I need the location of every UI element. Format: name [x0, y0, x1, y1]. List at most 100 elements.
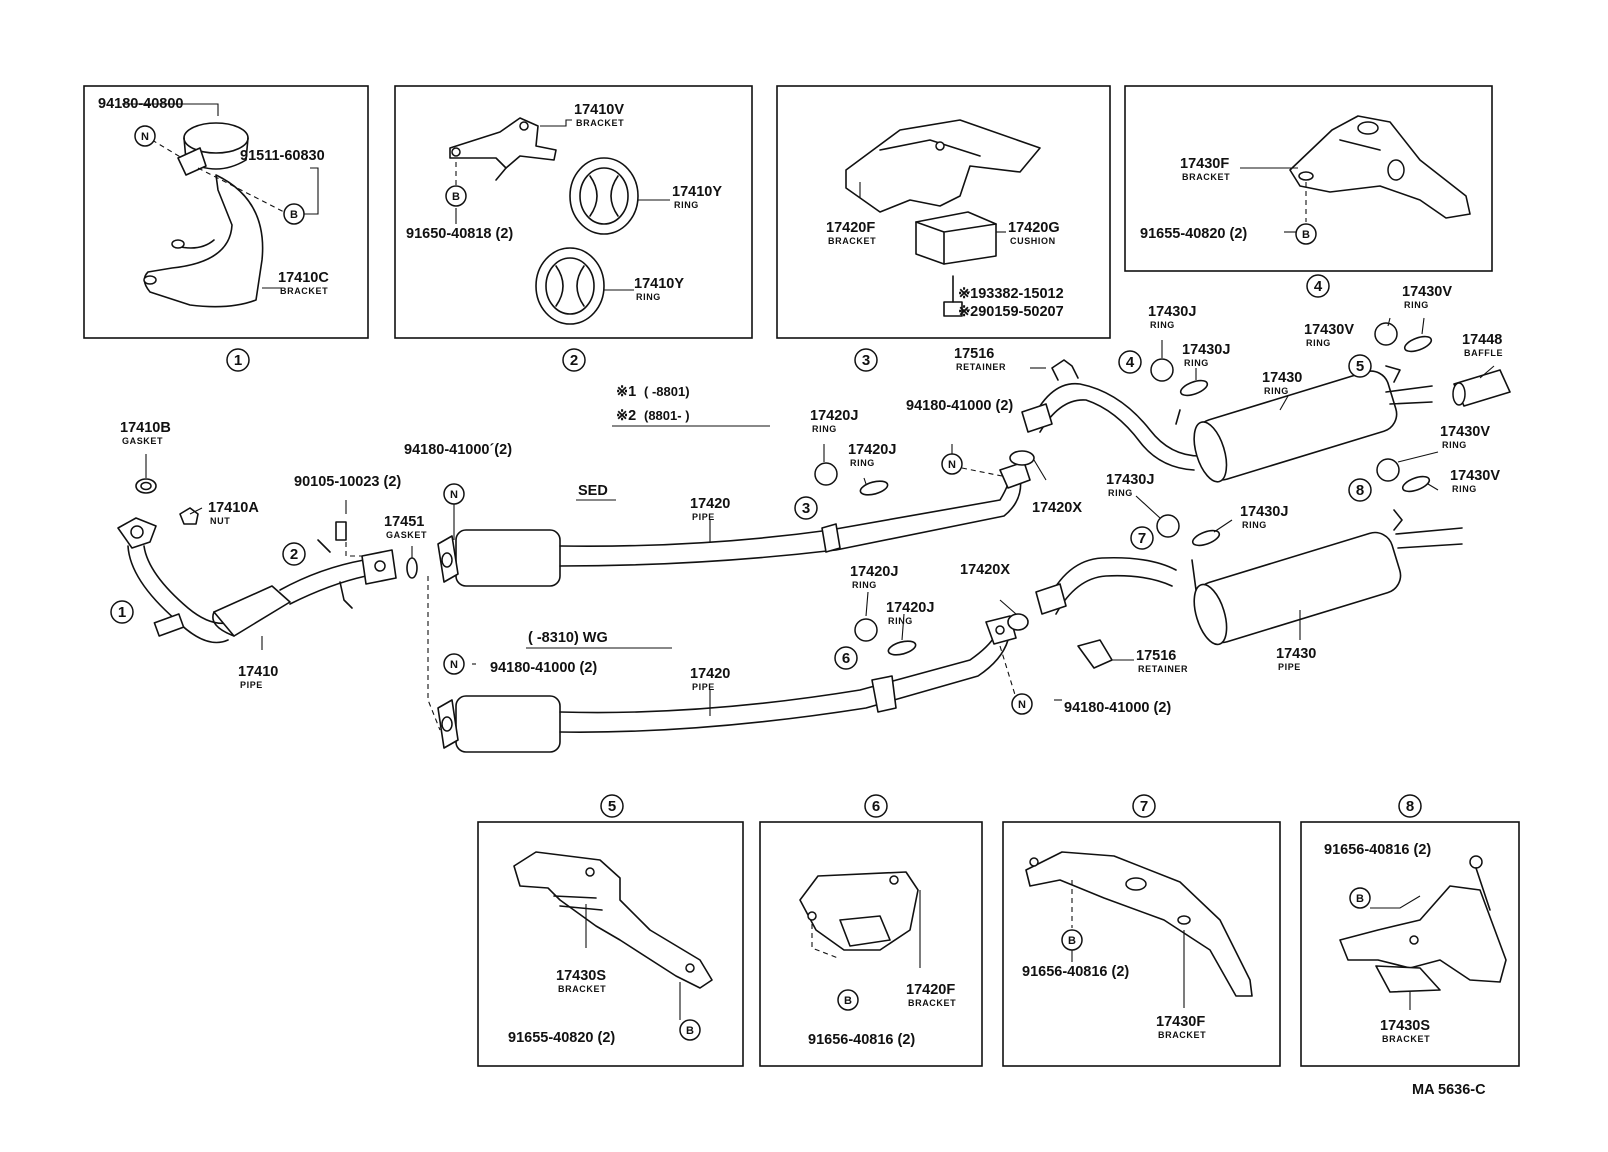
part-number: 17448: [1462, 332, 1502, 348]
part-description: BRACKET: [1182, 172, 1230, 182]
part-number: 17420: [690, 496, 730, 512]
part-labels: 94180-4080091511-6083017410CBRACKET17410…: [98, 96, 1503, 1048]
detail-box-8: [1300, 821, 1520, 1067]
svg-text:2: 2: [290, 546, 298, 563]
svg-text:B: B: [844, 995, 852, 1007]
part-label-91655-40820-top: 91655-40820 (2): [1140, 226, 1247, 242]
part-number: 94180-41000 (2): [490, 660, 597, 676]
part-description: RING: [1108, 488, 1133, 498]
callout-2-box: 2: [562, 348, 586, 372]
part-number: 91656-40816 (2): [1022, 964, 1129, 980]
part-description: BRACKET: [908, 998, 956, 1008]
svg-text:※1: ※1: [616, 384, 636, 400]
part-label-91511-60830: 91511-60830: [240, 148, 325, 164]
part-description: PIPE: [692, 682, 715, 692]
svg-text:8: 8: [1356, 482, 1364, 499]
variant-sedan-label: SED: [576, 483, 616, 501]
nut-symbol-d: N: [1011, 693, 1033, 715]
svg-text:2: 2: [570, 352, 578, 369]
nut-symbol-box1: N: [134, 125, 156, 147]
svg-text:B: B: [1356, 893, 1364, 905]
svg-text:( -8801): ( -8801): [644, 384, 690, 399]
part-description: BRACKET: [280, 286, 328, 296]
part-number: 17410: [238, 664, 278, 680]
svg-text:6: 6: [872, 798, 880, 815]
svg-text:7: 7: [1140, 798, 1148, 815]
part-number: 17430: [1262, 370, 1302, 386]
callout-3-main: 3: [794, 496, 818, 520]
svg-text:3: 3: [802, 500, 810, 517]
svg-text:8: 8: [1406, 798, 1414, 815]
svg-text:SED: SED: [578, 483, 608, 499]
part-description: RING: [674, 200, 699, 210]
part-label-94180-41000-c: 94180-41000 (2): [490, 660, 597, 676]
callout-4-box: 4: [1306, 274, 1330, 298]
part-number: 17420F: [826, 220, 875, 236]
callout-7-main: 7: [1130, 526, 1154, 550]
part-number: 17410Y: [672, 184, 722, 200]
part-description: RING: [636, 292, 661, 302]
detail-box-3: [776, 85, 1111, 339]
part-description: RING: [1184, 358, 1209, 368]
part-number: 17430V: [1440, 424, 1490, 440]
part-label-93382-15012: ※193382-15012: [958, 286, 1064, 302]
box5-parts-drawing: [513, 851, 713, 989]
part-label-91656-40816-8: 91656-40816 (2): [1324, 842, 1431, 858]
part-description: RING: [1150, 320, 1175, 330]
part-number: 17420J: [886, 600, 934, 616]
detail-box-4: [1124, 85, 1493, 272]
callout-2-main: 2: [282, 542, 306, 566]
part-number: 91656-40816 (2): [808, 1032, 915, 1048]
svg-text:4: 4: [1314, 278, 1323, 295]
part-number: 17430F: [1180, 156, 1229, 172]
nut-symbol-c: N: [443, 653, 465, 675]
svg-text:5: 5: [1356, 358, 1364, 375]
bolt-symbol-box6: B: [837, 989, 859, 1011]
box4-parts-drawing: [1289, 115, 1471, 219]
part-number: 17420J: [810, 408, 858, 424]
callout-5-box: 5: [600, 794, 624, 818]
svg-text:N: N: [948, 459, 956, 471]
part-description: BRACKET: [1158, 1030, 1206, 1040]
svg-text:(8801- ): (8801- ): [644, 408, 690, 423]
part-description: GASKET: [122, 436, 163, 446]
part-label-94180-41000-a: 94180-41000 (2): [906, 398, 1013, 414]
part-label-90105-10023: 90105-10023 (2): [294, 474, 401, 490]
part-description: BRACKET: [558, 984, 606, 994]
callout-1-box: 1: [226, 348, 250, 372]
part-description: BRACKET: [576, 118, 624, 128]
sedan-muffler-pipe: [437, 461, 1031, 587]
bolt-symbol-box2: B: [445, 185, 467, 207]
bolt-symbol-box7: B: [1061, 929, 1083, 951]
part-number: 17430J: [1148, 304, 1196, 320]
bolt-symbol-box4: B: [1295, 223, 1317, 245]
part-label-94180-41000-b: 94180-41000´(2): [404, 442, 512, 458]
part-description: RING: [1404, 300, 1429, 310]
nut-symbol-a: N: [941, 453, 963, 475]
part-number: 17430F: [1156, 1014, 1205, 1030]
box7-parts-drawing: [1025, 851, 1253, 997]
detail-box-2: [394, 85, 753, 339]
diagram-id: MA 5636-C: [1412, 1082, 1486, 1098]
part-number: 94180-41000´(2): [404, 442, 512, 458]
part-number: 17420X: [1032, 500, 1082, 516]
part-number: 17420J: [848, 442, 896, 458]
